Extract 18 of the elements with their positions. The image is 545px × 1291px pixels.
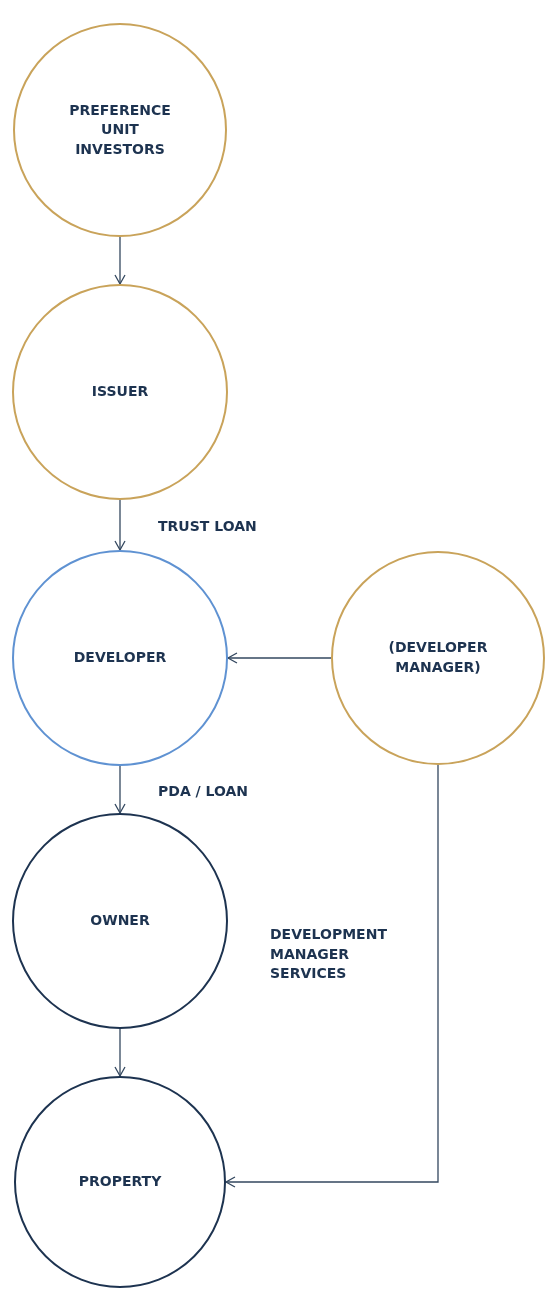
arrow [227, 652, 332, 664]
node-label: OWNER [90, 911, 150, 931]
arrow [225, 764, 439, 1188]
arrow [114, 1028, 126, 1077]
entity-circle [12, 284, 228, 500]
arrow [114, 499, 126, 551]
node-label: ISSUER [91, 382, 149, 402]
node-label: (DEVELOPER MANAGER) [387, 638, 489, 677]
entity-circle [12, 550, 228, 766]
entity-circle [14, 1076, 226, 1288]
arrow [114, 236, 126, 285]
entity-circle [12, 813, 228, 1029]
node-label: PREFERENCE UNIT INVESTORS [68, 100, 172, 159]
arrow [114, 765, 126, 814]
entity-circle [13, 23, 227, 237]
node-label: PROPERTY [78, 1172, 162, 1192]
node-label: DEVELOPER [73, 648, 167, 668]
entity-circle [331, 551, 545, 765]
